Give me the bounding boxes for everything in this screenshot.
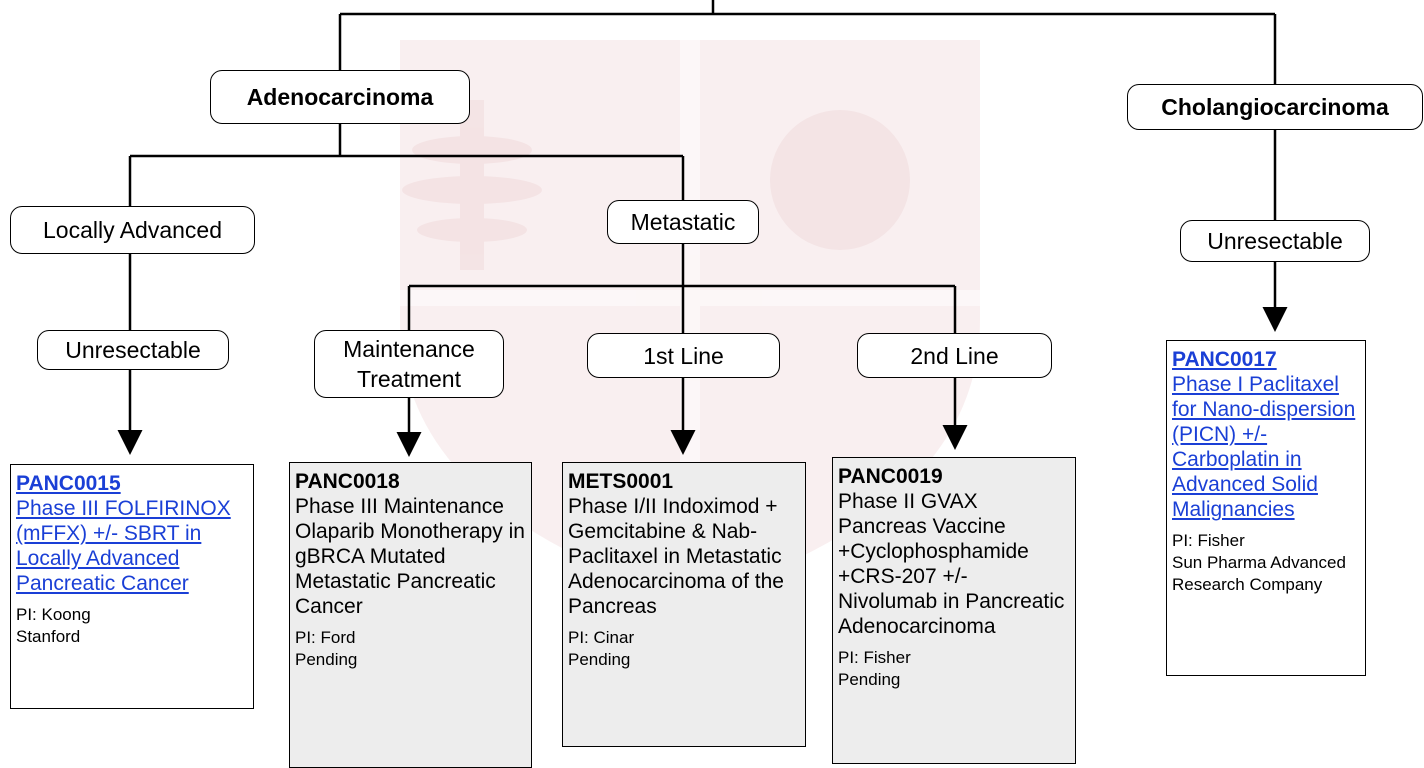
trial-id: METS0001 — [568, 470, 674, 493]
node-second-line: 2nd Line — [857, 333, 1052, 378]
trial-status: Sun Pharma Advanced Research Company — [1172, 553, 1346, 594]
node-locally-advanced-label: Locally Advanced — [42, 217, 222, 243]
trial-pi: PI: Koong — [16, 605, 91, 624]
trial-card-panc0018: PANC0018 Phase III Maintenance Olaparib … — [289, 462, 532, 768]
trial-link-panc0015[interactable]: PANC0015 Phase III FOLFIRINOX (mFFX) +/-… — [16, 471, 248, 596]
node-cholangiocarcinoma-label: Cholangiocarcinoma — [1161, 94, 1389, 120]
trial-id: PANC0019 — [838, 465, 943, 488]
trial-status: Pending — [295, 650, 358, 669]
node-maintenance-treatment: Maintenance Treatment — [314, 330, 504, 398]
trial-title: Phase I Paclitaxel for Nano-dispersion (… — [1172, 373, 1356, 521]
node-maintenance-label-line1: Maintenance — [343, 336, 475, 362]
trial-card-panc0017: PANC0017 Phase I Paclitaxel for Nano-dis… — [1166, 340, 1366, 676]
trial-pi: PI: Cinar — [568, 628, 635, 647]
node-first-line-label: 1st Line — [643, 342, 724, 369]
trial-status: Pending — [568, 650, 631, 669]
trial-card-panc0019: PANC0019 Phase II GVAX Pancreas Vaccine … — [832, 457, 1076, 764]
trial-pi: PI: Fisher — [1172, 531, 1245, 550]
node-unresectable-adeno: Unresectable — [37, 330, 229, 370]
node-cholangiocarcinoma: Cholangiocarcinoma — [1127, 84, 1423, 130]
trial-title: Phase III FOLFIRINOX (mFFX) +/- SBRT in … — [16, 497, 231, 595]
node-unresectable-cholangio-label: Unresectable — [1207, 228, 1343, 254]
trial-link-panc0017[interactable]: PANC0017 Phase I Paclitaxel for Nano-dis… — [1172, 347, 1360, 522]
trial-title: Phase III Maintenance Olaparib Monothera… — [295, 495, 525, 618]
node-metastatic-label: Metastatic — [630, 209, 736, 235]
node-second-line-label: 2nd Line — [910, 342, 999, 369]
trial-title: Phase II GVAX Pancreas Vaccine +Cyclopho… — [838, 490, 1065, 638]
node-first-line: 1st Line — [587, 333, 780, 378]
trial-pi: PI: Fisher — [838, 648, 911, 667]
node-metastatic: Metastatic — [607, 200, 759, 244]
node-unresectable-cholangio: Unresectable — [1180, 220, 1370, 262]
watermark-seal — [400, 40, 980, 600]
trial-card-mets0001: METS0001 Phase I/II Indoximod + Gemcitab… — [562, 462, 806, 747]
trial-id: PANC0017 — [1172, 348, 1277, 371]
trial-card-panc0015: PANC0015 Phase III FOLFIRINOX (mFFX) +/-… — [10, 464, 254, 709]
trial-id: PANC0015 — [16, 472, 121, 495]
trial-status: Pending — [838, 670, 901, 689]
node-maintenance-label-line2: Treatment — [357, 366, 461, 392]
node-locally-advanced: Locally Advanced — [10, 206, 255, 254]
trial-pi: PI: Ford — [295, 628, 356, 647]
node-adenocarcinoma: Adenocarcinoma — [210, 70, 470, 124]
trial-status: Stanford — [16, 627, 81, 646]
trial-id: PANC0018 — [295, 470, 400, 493]
node-unresectable-adeno-label: Unresectable — [65, 337, 201, 363]
node-adenocarcinoma-label: Adenocarcinoma — [246, 84, 434, 110]
trial-title: Phase I/II Indoximod + Gemcitabine & Nab… — [568, 495, 784, 618]
